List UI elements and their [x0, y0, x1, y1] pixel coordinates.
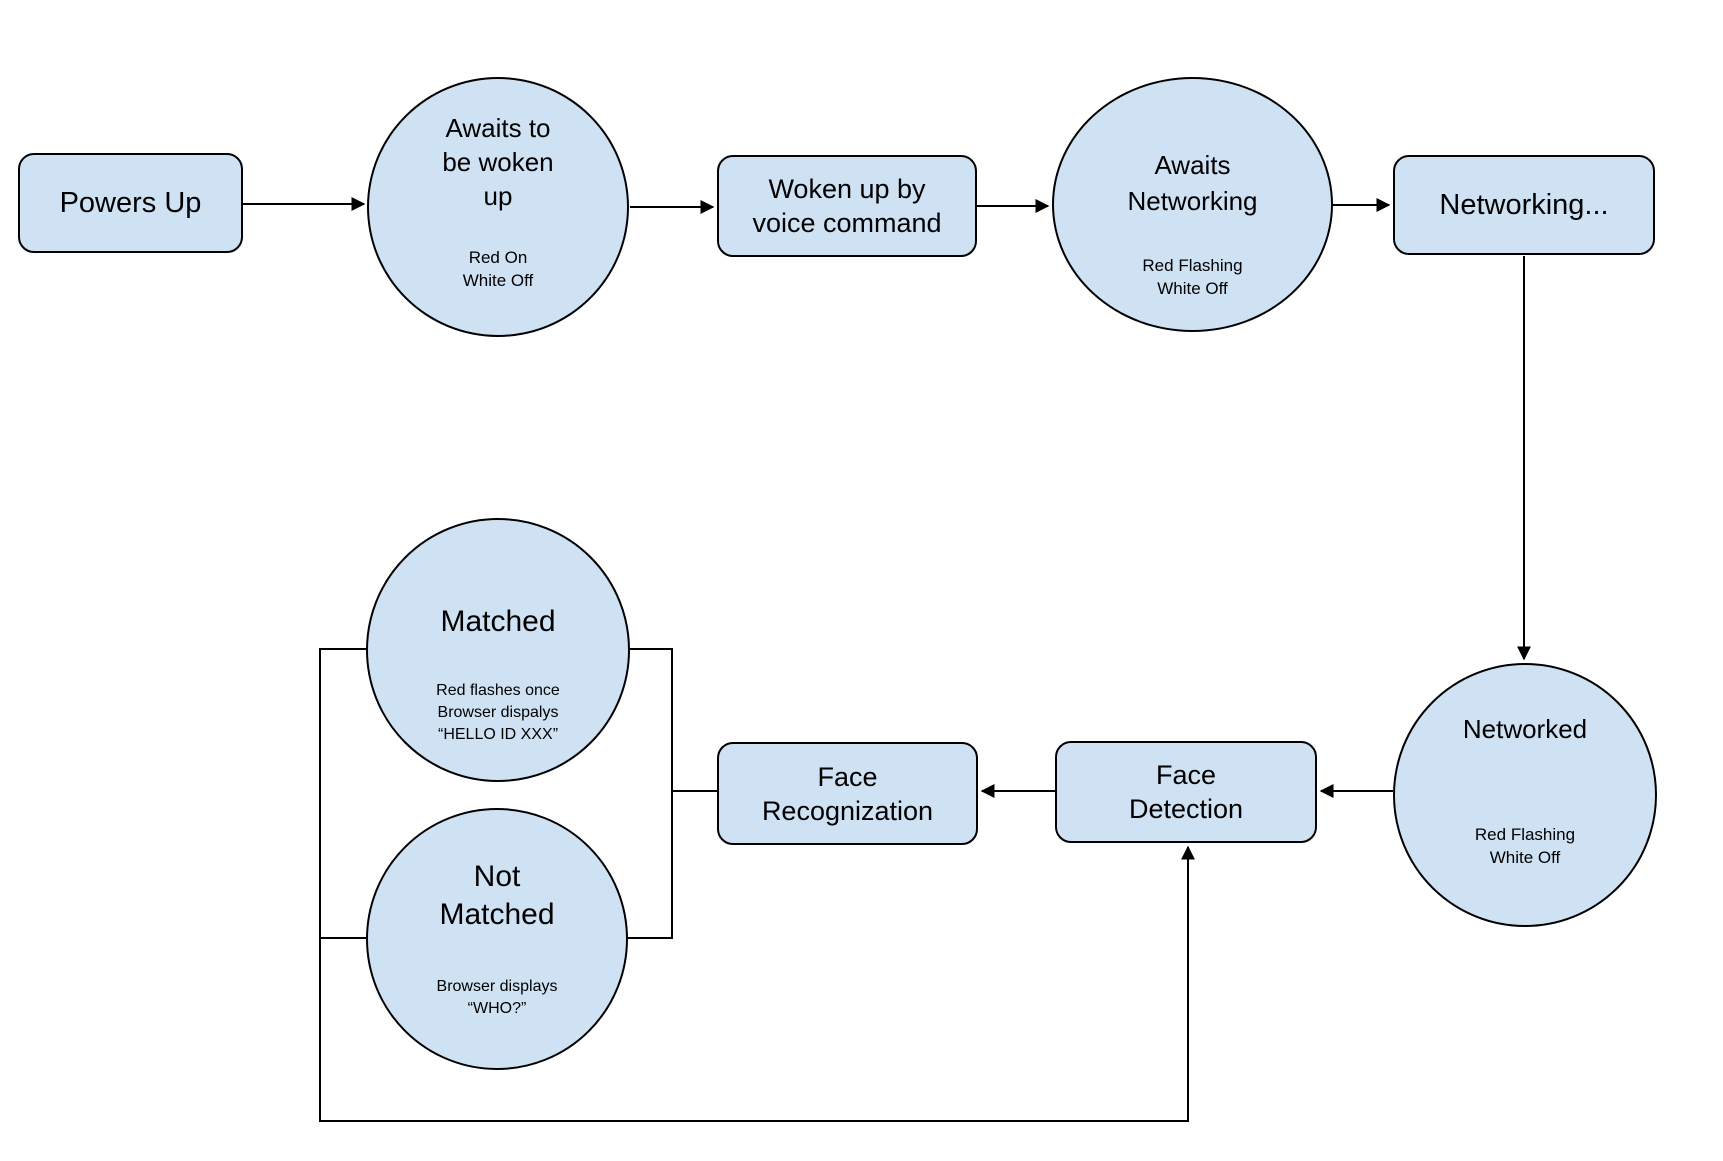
node-networking: Networking...	[1393, 155, 1655, 255]
node-not-matched-label: Not Matched	[439, 860, 555, 931]
node-face-recognization: Face Recognization	[717, 742, 978, 845]
node-face-detection: Face Detection	[1055, 741, 1317, 843]
node-awaits-networking: Awaits Networking Red Flashing White Off	[1052, 77, 1333, 332]
node-not-matched: Not Matched Browser displays “WHO?”	[366, 808, 628, 1070]
node-networked-label: Networked	[1462, 714, 1588, 744]
node-networked-status: Red Flashing White Off	[1474, 825, 1576, 867]
node-awaits-woken: Awaits to be woken up Red On White Off	[367, 77, 629, 337]
node-matched-status: Red flashes once Browser dispalys “HELLO…	[436, 682, 560, 743]
node-awaits-networking-label: Awaits Networking	[1127, 150, 1258, 216]
node-powers-up-label: Powers Up	[59, 187, 202, 219]
node-networked: Networked Red Flashing White Off	[1393, 663, 1657, 927]
connector-bracket-right	[628, 648, 673, 939]
connector-feedback-to-facedetection	[319, 648, 1195, 1122]
node-matched: Matched Red flashes once Browser dispaly…	[366, 518, 630, 782]
node-awaits-networking-status: Red Flashing White Off	[1142, 256, 1243, 298]
node-matched-label: Matched	[440, 605, 556, 638]
node-awaits-woken-status: Red On White Off	[462, 248, 534, 290]
node-not-matched-status: Browser displays “WHO?”	[436, 978, 558, 1017]
node-awaits-woken-label: Awaits to be woken up	[442, 113, 554, 211]
node-networking-label: Networking...	[1439, 189, 1609, 221]
node-powers-up: Powers Up	[18, 153, 243, 253]
node-woken-up: Woken up by voice command	[717, 155, 977, 257]
